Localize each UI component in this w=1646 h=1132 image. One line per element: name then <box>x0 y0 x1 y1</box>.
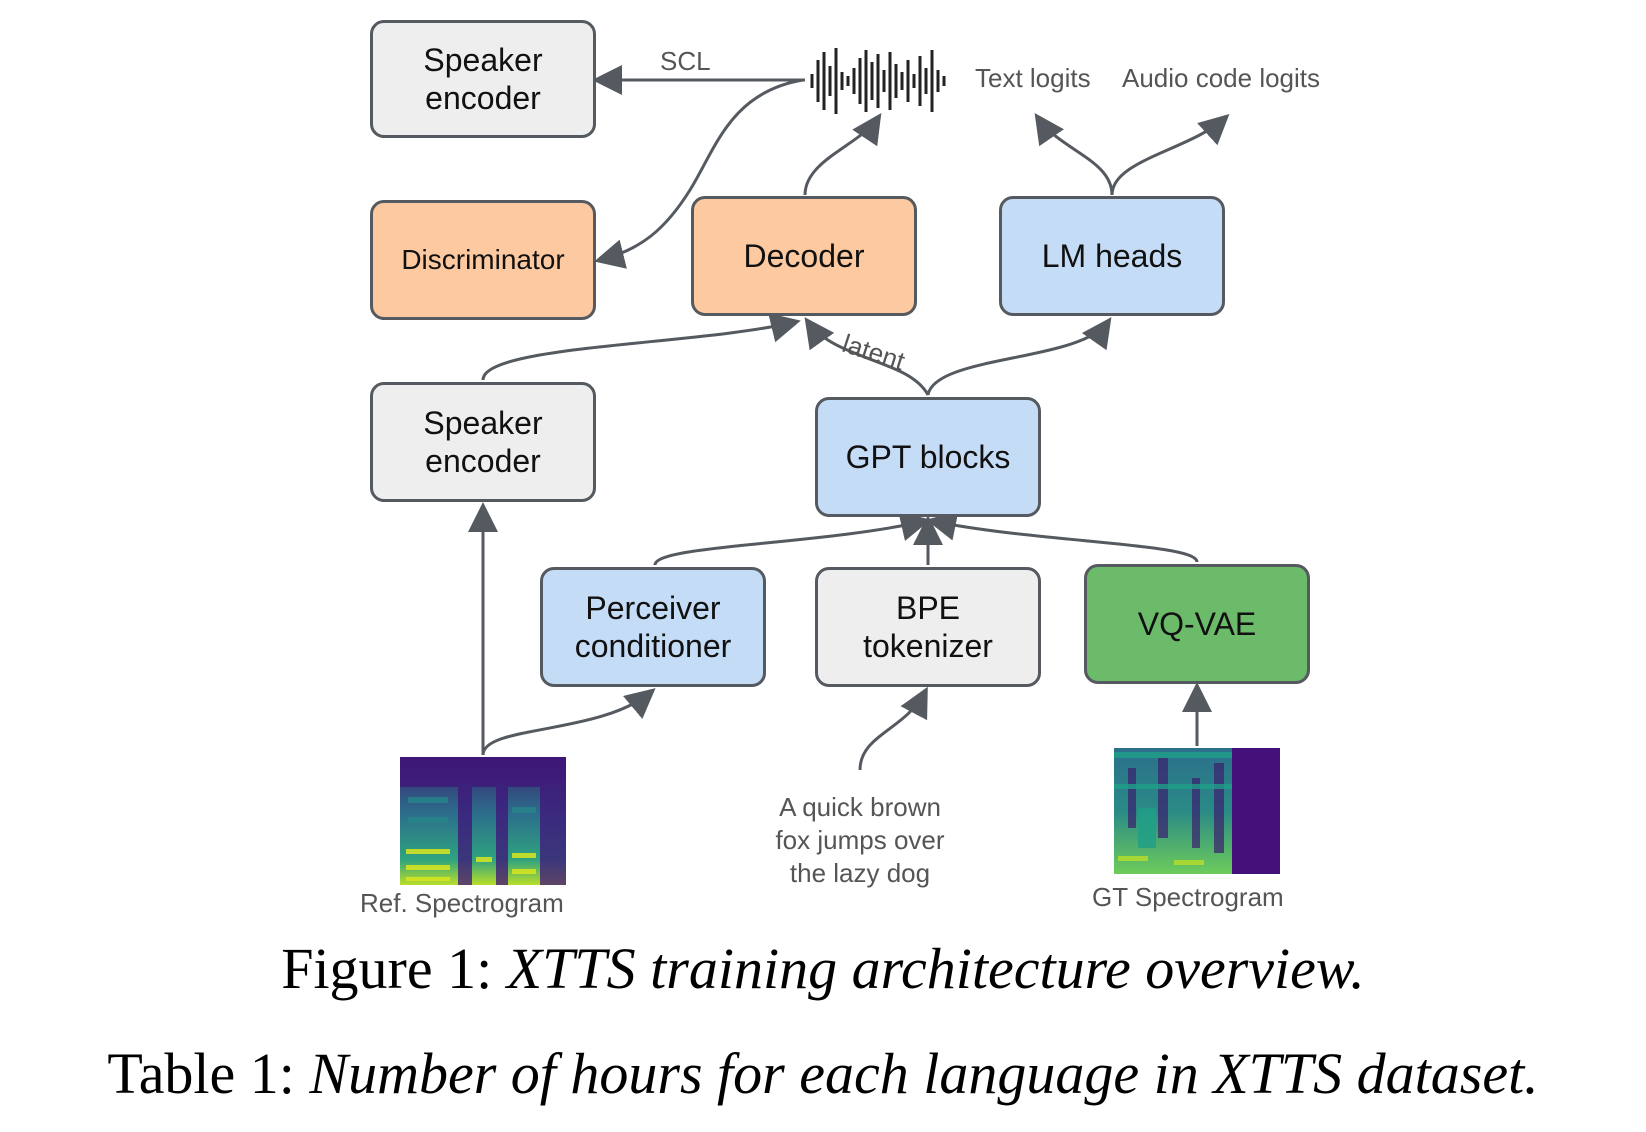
arrow-refspec-to-perceiver <box>481 688 656 756</box>
discriminator-node: Discriminator <box>370 200 596 320</box>
arrow-speaker-encoder-to-decoder <box>481 313 801 381</box>
lm-heads-label: LM heads <box>1041 237 1183 274</box>
lm-heads-node: LM heads <box>999 196 1225 316</box>
bpe-tokenizer-label: BPE tokenizer <box>863 589 993 664</box>
input-text-line-2: fox jumps over <box>775 825 945 855</box>
architecture-diagram: Speaker encoder Discriminator Decoder LM… <box>360 20 1321 918</box>
vq-vae-node: VQ-VAE <box>1084 564 1310 684</box>
table-caption-prefix: Table 1: <box>107 1041 310 1106</box>
arrow-lmheads-to-text-logits <box>1034 113 1114 196</box>
arrow-decoder-to-waveform <box>803 113 882 196</box>
decoder-node: Decoder <box>691 196 917 316</box>
figure-caption: Figure 1: XTTS training architecture ove… <box>0 935 1646 1002</box>
arrow-gpt-to-decoder <box>804 317 930 396</box>
input-text-line-3: the lazy dog <box>789 858 931 888</box>
arrow-text-to-bpe <box>858 686 928 771</box>
connector-arrows <box>468 65 1230 771</box>
table-caption-text: Number of hours for each language in XTT… <box>309 1041 1539 1106</box>
speaker-encoder-top-label: Speaker encoder <box>423 41 543 116</box>
scl-label: SCL <box>660 46 711 76</box>
arrow-vqvae-to-gpt <box>926 511 1199 563</box>
ref-spectrogram-image <box>400 757 566 885</box>
arrow-lmheads-to-audio-logits <box>1110 113 1230 196</box>
gpt-blocks-label: GPT blocks <box>845 438 1011 475</box>
text-logits-label: Text logits <box>975 63 1091 93</box>
vq-vae-label: VQ-VAE <box>1137 605 1257 642</box>
figure-caption-prefix: Figure 1: <box>281 936 507 1001</box>
gpt-blocks-node: GPT blocks <box>815 397 1041 517</box>
table-caption: Table 1: Number of hours for each langua… <box>0 1040 1646 1107</box>
gt-spectrogram-label: GT Spectrogram <box>1092 882 1284 912</box>
gt-spectrogram-image <box>1114 748 1280 874</box>
speaker-encoder-mid-label: Speaker encoder <box>423 404 543 479</box>
audio-waveform-icon <box>810 48 946 114</box>
discriminator-label: Discriminator <box>401 244 565 276</box>
arrow-gpt-to-lmheads <box>926 317 1112 396</box>
arrow-perceiver-to-gpt <box>653 511 931 566</box>
perceiver-conditioner-label: Perceiver conditioner <box>574 589 732 664</box>
ref-spectrogram-label: Ref. Spectrogram <box>360 888 564 918</box>
speaker-encoder-mid-node: Speaker encoder <box>370 382 596 502</box>
audio-code-logits-label: Audio code logits <box>1122 63 1321 93</box>
perceiver-conditioner-node: Perceiver conditioner <box>540 567 766 687</box>
bpe-tokenizer-node: BPE tokenizer <box>815 567 1041 687</box>
figure-caption-text: XTTS training architecture overview. <box>506 936 1365 1001</box>
decoder-label: Decoder <box>743 237 865 274</box>
input-text-line-1: A quick brown <box>779 792 941 822</box>
speaker-encoder-top-node: Speaker encoder <box>370 20 596 138</box>
arrow-waveform-to-discriminator <box>594 78 804 269</box>
